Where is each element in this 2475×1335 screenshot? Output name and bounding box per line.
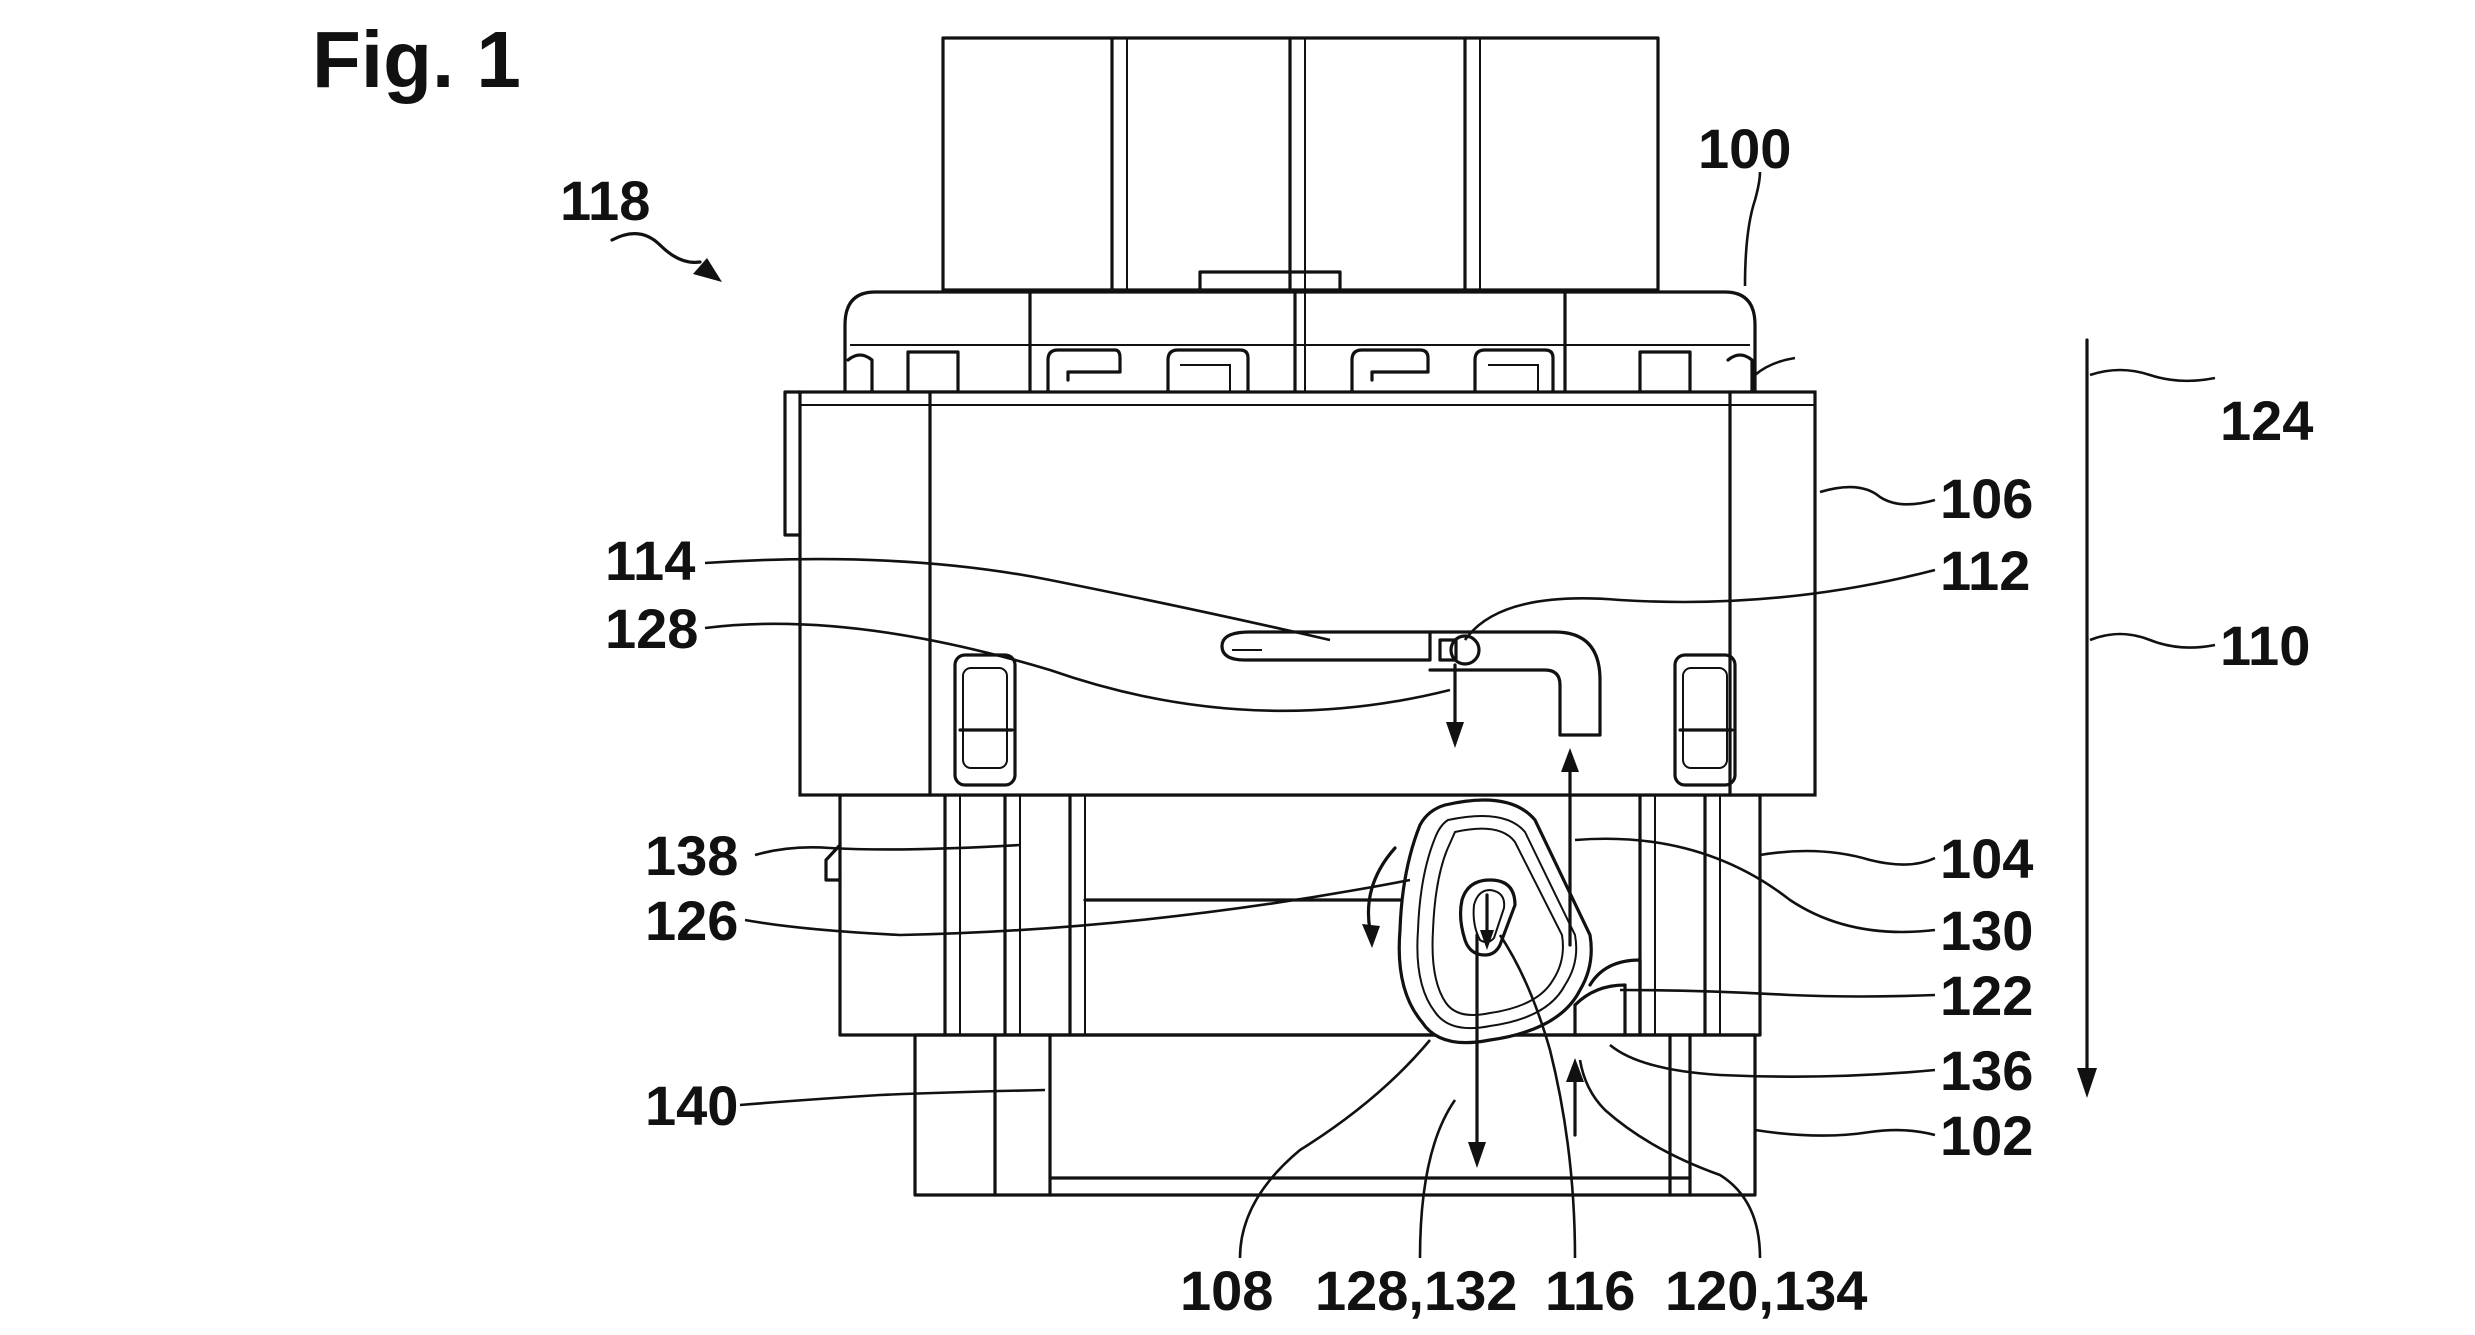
- motion-arrows: [610, 232, 2097, 1168]
- lever-108: [1397, 798, 1593, 1045]
- ref-140: 140: [645, 1074, 738, 1137]
- ref-128-132: 128,132: [1315, 1259, 1517, 1322]
- top-plug-housing: [941, 36, 1660, 292]
- ref-118: 118: [560, 169, 650, 232]
- ref-136: 136: [1940, 1039, 2033, 1102]
- ref-120-134: 120,134: [1665, 1259, 1867, 1322]
- ref-138: 138: [645, 824, 738, 887]
- ref-122: 122: [1940, 964, 2033, 1027]
- ref-112: 112: [1940, 539, 2030, 602]
- ref-130: 130: [1940, 899, 2033, 962]
- leader-lines: [704, 171, 2216, 1259]
- ref-114: 114: [605, 529, 695, 592]
- ref-100: 100: [1698, 117, 1791, 180]
- mating-housing-104: [824, 793, 1762, 1037]
- ref-110: 110: [2220, 614, 2310, 677]
- labels: Fig. 1 118 100 124 106 112 110 114 128 1…: [312, 15, 2313, 1322]
- locking-element-122: [1573, 958, 1642, 1037]
- ref-128: 128: [605, 597, 698, 660]
- housing-part-106: [783, 390, 1817, 797]
- ref-124: 124: [2220, 389, 2313, 452]
- figure-title: Fig. 1: [312, 15, 521, 104]
- ref-104: 104: [1940, 827, 2033, 890]
- ref-102: 102: [1940, 1104, 2033, 1167]
- ref-108: 108: [1180, 1259, 1273, 1322]
- ref-106: 106: [1940, 467, 2033, 530]
- ref-126: 126: [645, 889, 738, 952]
- ref-116: 116: [1545, 1259, 1635, 1322]
- cover-part-100: [843, 290, 1757, 394]
- base-part-102: [913, 1033, 1757, 1197]
